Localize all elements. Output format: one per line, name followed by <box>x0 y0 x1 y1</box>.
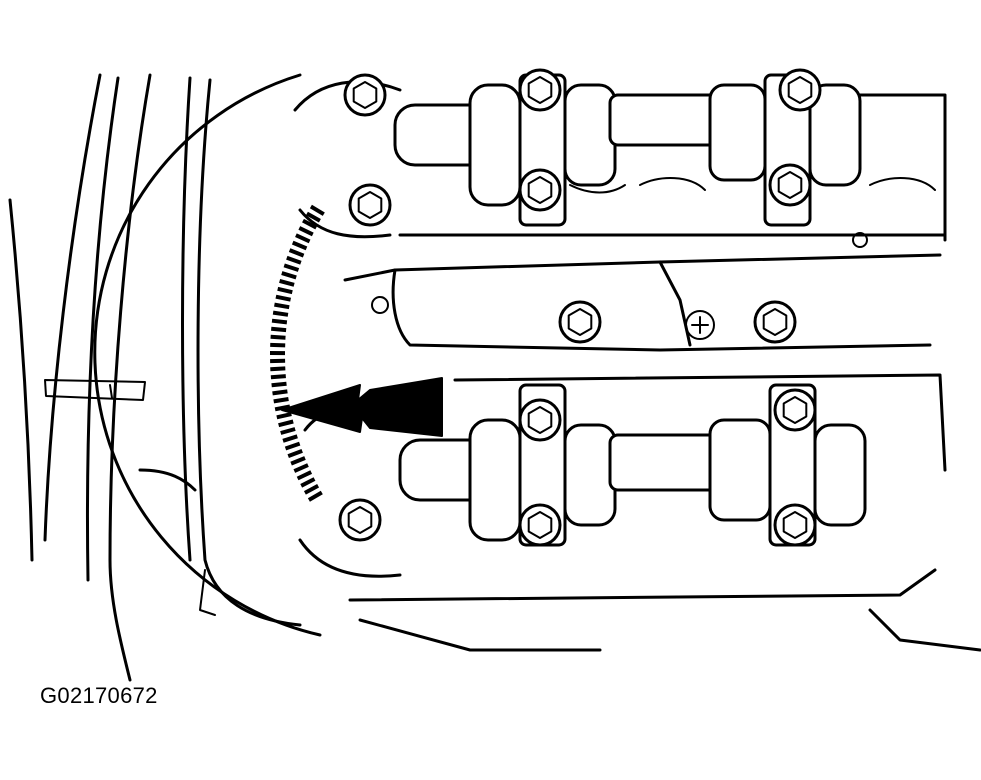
sprocket-tooth <box>298 226 314 237</box>
camshaft-sprocket <box>93 73 325 637</box>
bolt-washer <box>773 503 817 547</box>
sprocket-tooth <box>279 278 295 287</box>
sprocket-tooth <box>303 484 320 495</box>
bolt-washer <box>518 68 562 112</box>
sprocket-tooth <box>307 490 323 502</box>
bolt-head <box>787 76 813 104</box>
coolant-hose <box>8 73 152 682</box>
sprocket-tooth <box>296 470 313 481</box>
figure-id-label: G02170672 <box>40 683 158 708</box>
bolt-head <box>567 308 593 336</box>
bolt-washer <box>518 503 562 547</box>
sprocket-tooth <box>271 326 287 333</box>
sprocket-tooth <box>276 412 292 420</box>
sprocket-tooth <box>284 441 301 451</box>
sprocket-tooth <box>277 286 293 295</box>
bolt-head <box>762 308 788 336</box>
bolt-head <box>347 506 373 534</box>
bolt-washer <box>778 68 822 112</box>
bolt-washer <box>338 498 382 542</box>
sprocket-tooth <box>309 204 325 216</box>
cam-bearing-bolts <box>338 68 822 547</box>
sprocket-tooth <box>274 404 291 412</box>
sprocket-tooth <box>288 248 305 258</box>
bolt-head <box>527 76 553 104</box>
bolt-washer <box>518 168 562 212</box>
sprocket-tooth <box>280 427 296 435</box>
sprocket-tooth <box>300 477 316 488</box>
intake-camshaft <box>293 73 947 242</box>
sprocket-tooth <box>281 271 297 280</box>
bolt-washer <box>773 388 817 432</box>
sprocket-tooth <box>273 397 289 404</box>
sprocket-tooth <box>270 334 286 340</box>
bolt-head <box>782 511 808 539</box>
sprocket-tooth <box>270 342 286 348</box>
bolt-head <box>357 191 383 219</box>
bolt-head <box>527 176 553 204</box>
sprocket-tooth <box>305 211 321 223</box>
sprocket-tooth <box>274 302 290 310</box>
sprocket-rim <box>93 73 322 637</box>
sprocket-tooth <box>272 310 289 317</box>
alignment-arrow <box>281 377 443 437</box>
bolt-washer <box>558 300 602 344</box>
bolt-head <box>352 81 378 109</box>
bolt-head <box>527 511 553 539</box>
sprocket-tooth <box>278 419 294 428</box>
spark-plug-cover <box>343 232 942 352</box>
sprocket-tooth <box>270 374 286 380</box>
sprocket-tooth <box>286 255 302 265</box>
sprocket-tooth <box>287 449 303 458</box>
sprocket-tooth <box>295 233 311 244</box>
sprocket-tooth <box>283 263 300 272</box>
bolt-washer <box>768 163 812 207</box>
sprocket-tooth <box>270 366 286 372</box>
bolt-head <box>777 171 803 199</box>
bolt-head <box>527 406 553 434</box>
sprocket-tooth <box>272 389 288 396</box>
sprocket-tooth <box>271 381 287 388</box>
sprocket-tooth <box>271 318 288 325</box>
sprocket-tooth <box>275 294 291 302</box>
bolt-washer <box>348 183 392 227</box>
sprocket-tooth <box>293 463 309 473</box>
sprocket-tooth <box>290 456 306 466</box>
sprocket-tooth <box>291 240 308 251</box>
bolt-washer <box>343 73 387 117</box>
sprocket-tooth <box>302 218 318 230</box>
bolt-head <box>782 396 808 424</box>
bolt-washer <box>753 300 797 344</box>
sprocket-tooth <box>282 434 298 443</box>
bolt-washer <box>518 398 562 442</box>
